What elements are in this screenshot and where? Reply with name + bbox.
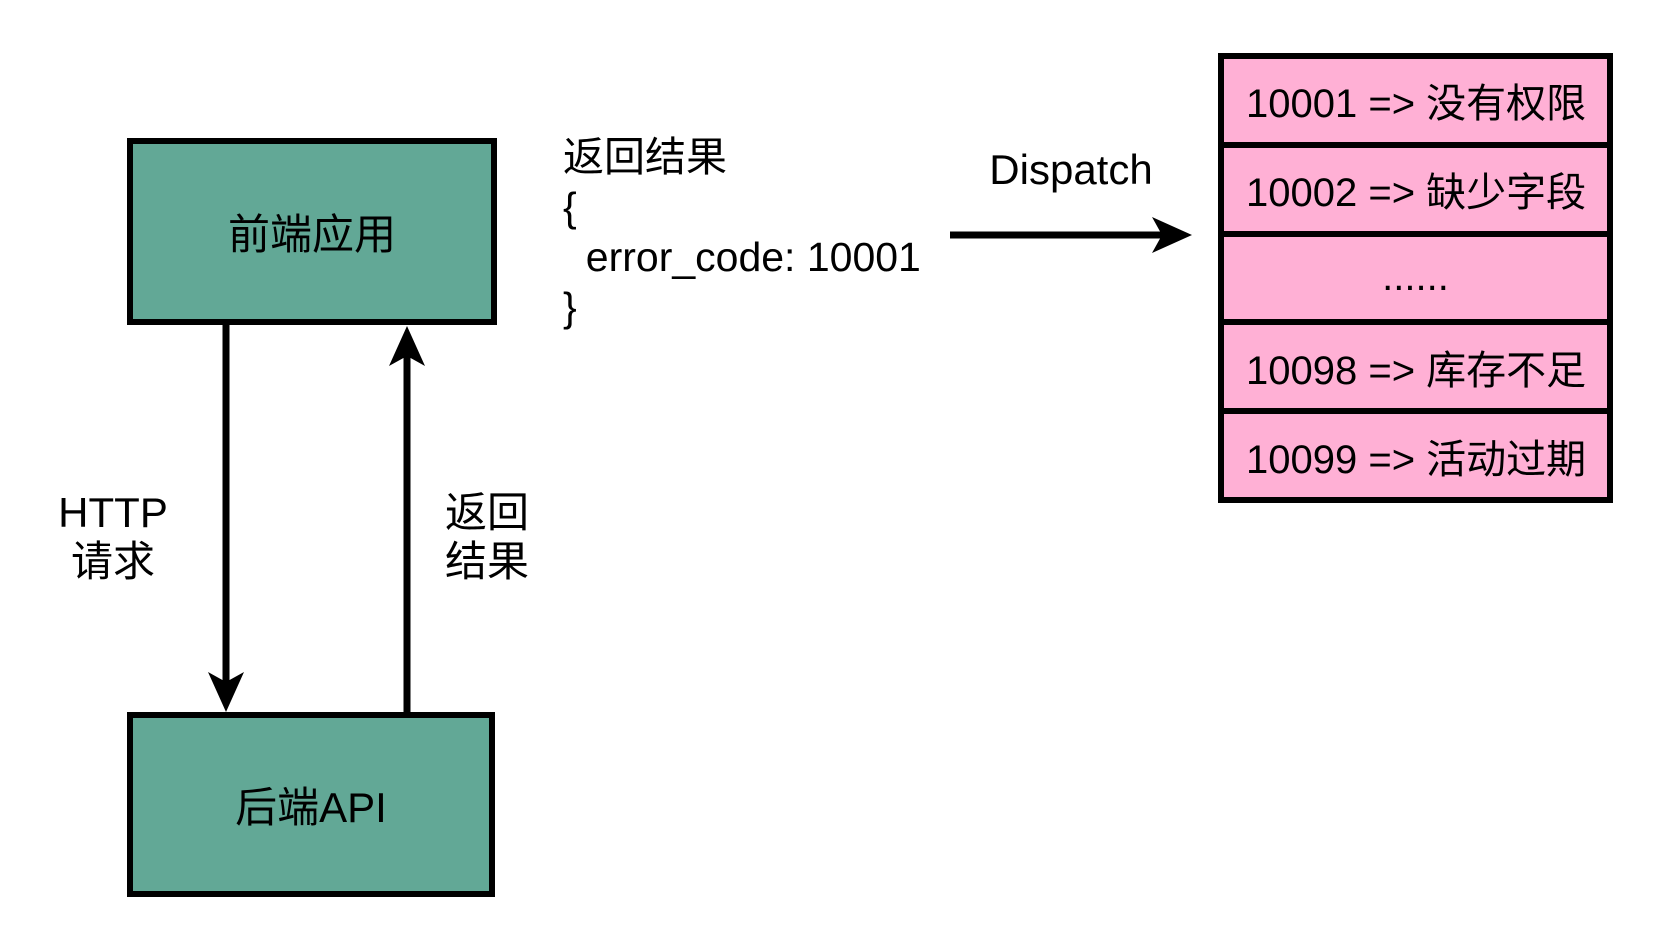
backend-box-label: 后端API	[235, 784, 387, 831]
frontend-box-label: 前端应用	[227, 211, 396, 258]
table-row-text: ......	[1382, 255, 1449, 300]
error-code-table: 10001 => 没有权限 10002 => 缺少字段 ...... 10098…	[1218, 53, 1613, 503]
table-row-ellipsis: ......	[1224, 236, 1607, 326]
http-request-label: HTTP 请求	[58, 489, 168, 585]
response-snippet: 返回结果 { error_code: 10001 }	[563, 134, 921, 330]
dispatch-arrow	[950, 217, 1192, 253]
table-row-text: 10002 => 缺少字段	[1246, 171, 1587, 216]
table-row: 10098 => 库存不足	[1224, 325, 1607, 415]
table-row-text: 10099 => 活动过期	[1246, 437, 1587, 482]
http-request-arrow	[208, 325, 244, 712]
table-row-text: 10098 => 库存不足	[1246, 348, 1587, 393]
table-row-text: 10001 => 没有权限	[1246, 82, 1587, 127]
frontend-box: 前端应用	[127, 138, 497, 325]
return-result-arrow	[389, 326, 425, 712]
backend-box: 后端API	[127, 712, 495, 897]
table-row: 10099 => 活动过期	[1224, 414, 1607, 497]
table-row: 10001 => 没有权限	[1224, 59, 1607, 148]
table-row: 10002 => 缺少字段	[1224, 147, 1607, 237]
dispatch-label: Dispatch	[989, 146, 1153, 193]
return-result-label: 返回 结果	[444, 489, 529, 585]
